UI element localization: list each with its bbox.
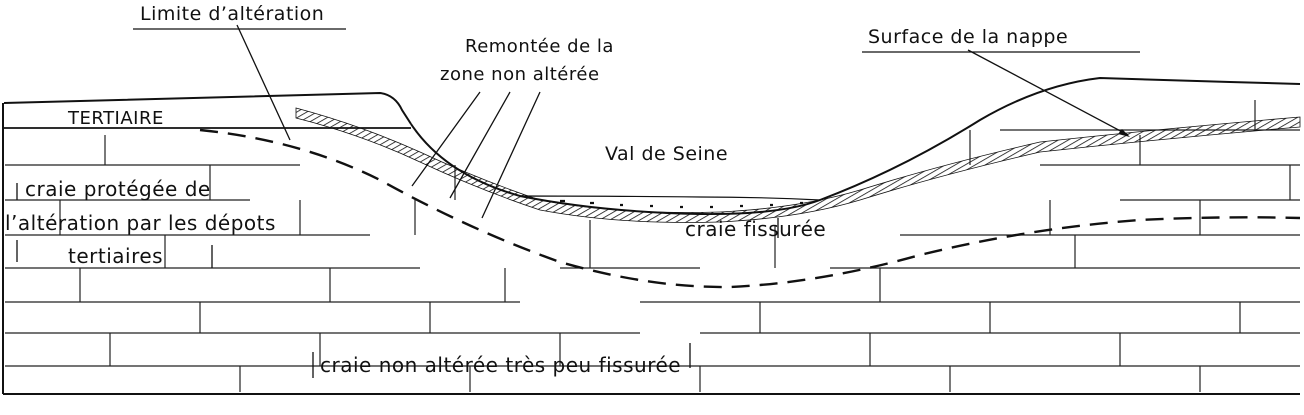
rising-zone-label-2: zone non altérée (440, 64, 600, 85)
alluvium-dots (560, 201, 803, 207)
valley-label: Val de Seine (605, 143, 728, 165)
tertiary-label: TERTIAIRE (67, 108, 164, 129)
tertiary-cap-top (4, 93, 411, 124)
water-table-surface-label: Surface de la nappe (868, 26, 1068, 48)
alteration-limit-leader (237, 25, 290, 140)
protected-chalk-label-3: tertiaires (68, 244, 163, 268)
rising-zone-label-1: Remontée de la (465, 36, 614, 57)
alteration-limit-dashed (200, 130, 1300, 287)
unaltered-chalk-label: craie non altérée très peu fissurée (320, 353, 681, 377)
protected-chalk-label-1: craie protégée de (25, 177, 211, 201)
protected-chalk-label-2: l’altération par les dépots (5, 211, 276, 235)
alteration-limit-label: Limite d’altération (140, 3, 324, 25)
water-table-leader (968, 50, 1128, 135)
fissured-chalk-label: craie fissurée (685, 217, 826, 241)
